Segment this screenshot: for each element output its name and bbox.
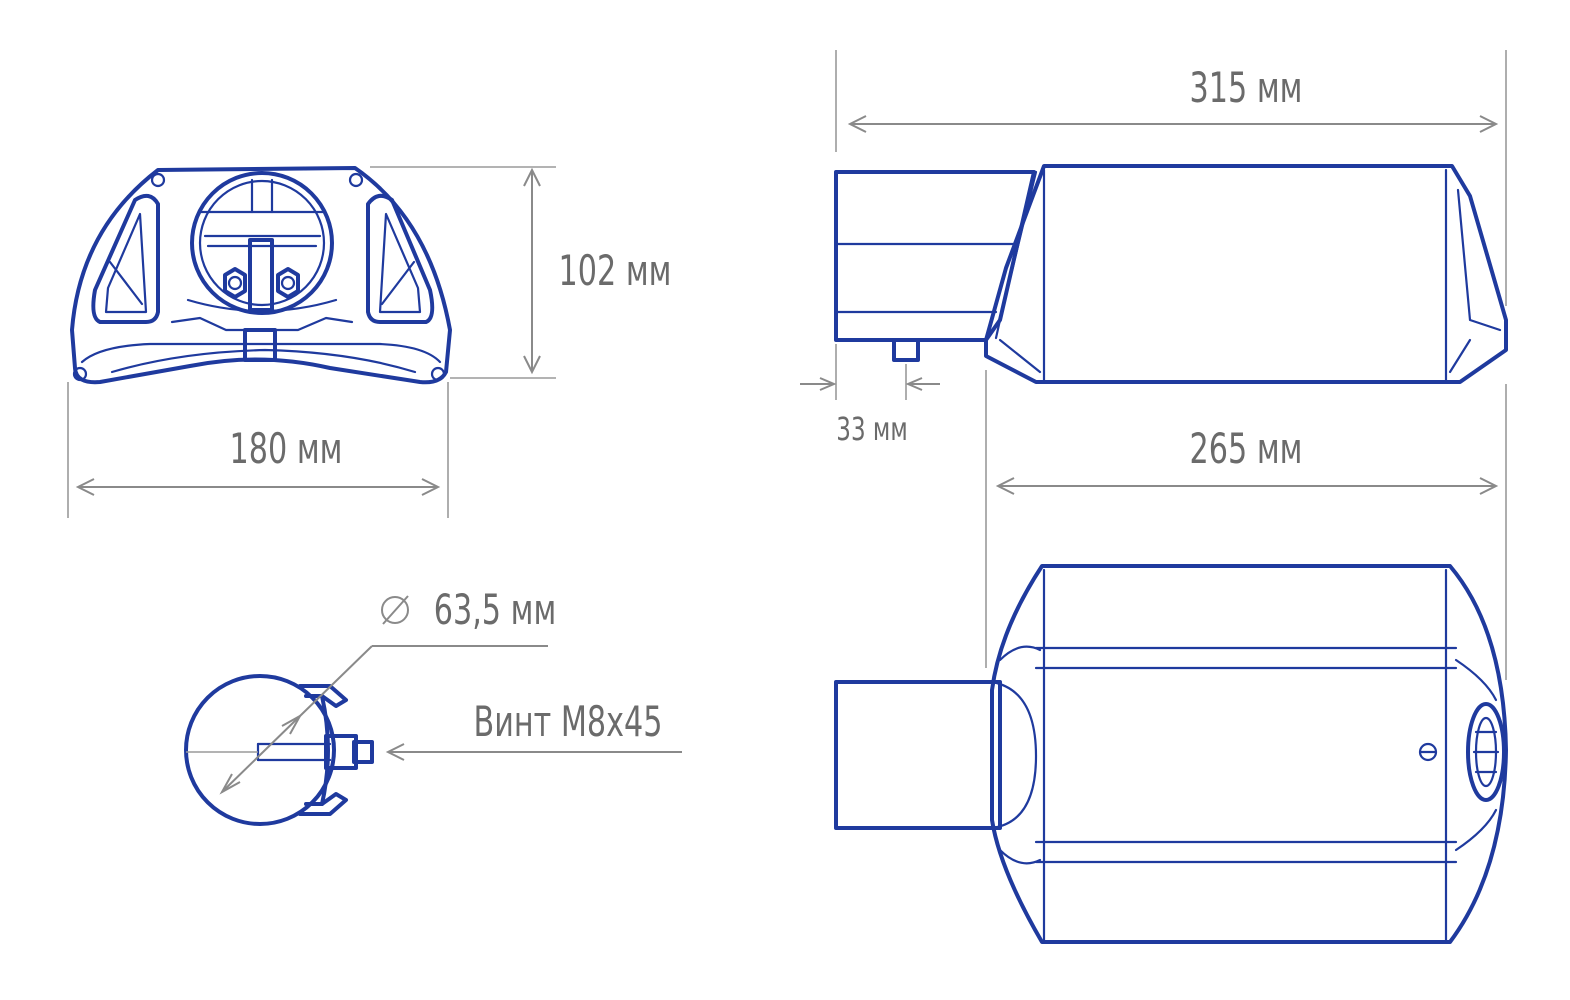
label-mount-offset: 33 мм <box>836 410 907 448</box>
dimension-width-front <box>67 382 449 518</box>
dimension-height-front <box>370 166 556 379</box>
label-screw: Винт М8х45 <box>473 697 662 746</box>
label-clamp-diameter: 63,5 мм <box>434 585 557 634</box>
dimension-body-length <box>985 370 1507 680</box>
diameter-icon <box>381 595 409 625</box>
dimension-mount-offset <box>800 344 940 400</box>
clamp-detail <box>184 645 682 826</box>
dimension-total-length <box>835 50 1507 306</box>
screw-icon <box>1418 742 1438 762</box>
label-body-length: 265 мм <box>1190 424 1303 473</box>
label-height-front: 102 мм <box>559 246 672 295</box>
side-view <box>834 164 1508 384</box>
nut-left-icon <box>223 267 247 299</box>
nut-right-icon <box>276 267 300 299</box>
front-view <box>70 166 452 385</box>
label-total-length: 315 мм <box>1190 63 1303 112</box>
label-width-front: 180 мм <box>230 424 343 473</box>
top-view <box>834 564 1508 944</box>
